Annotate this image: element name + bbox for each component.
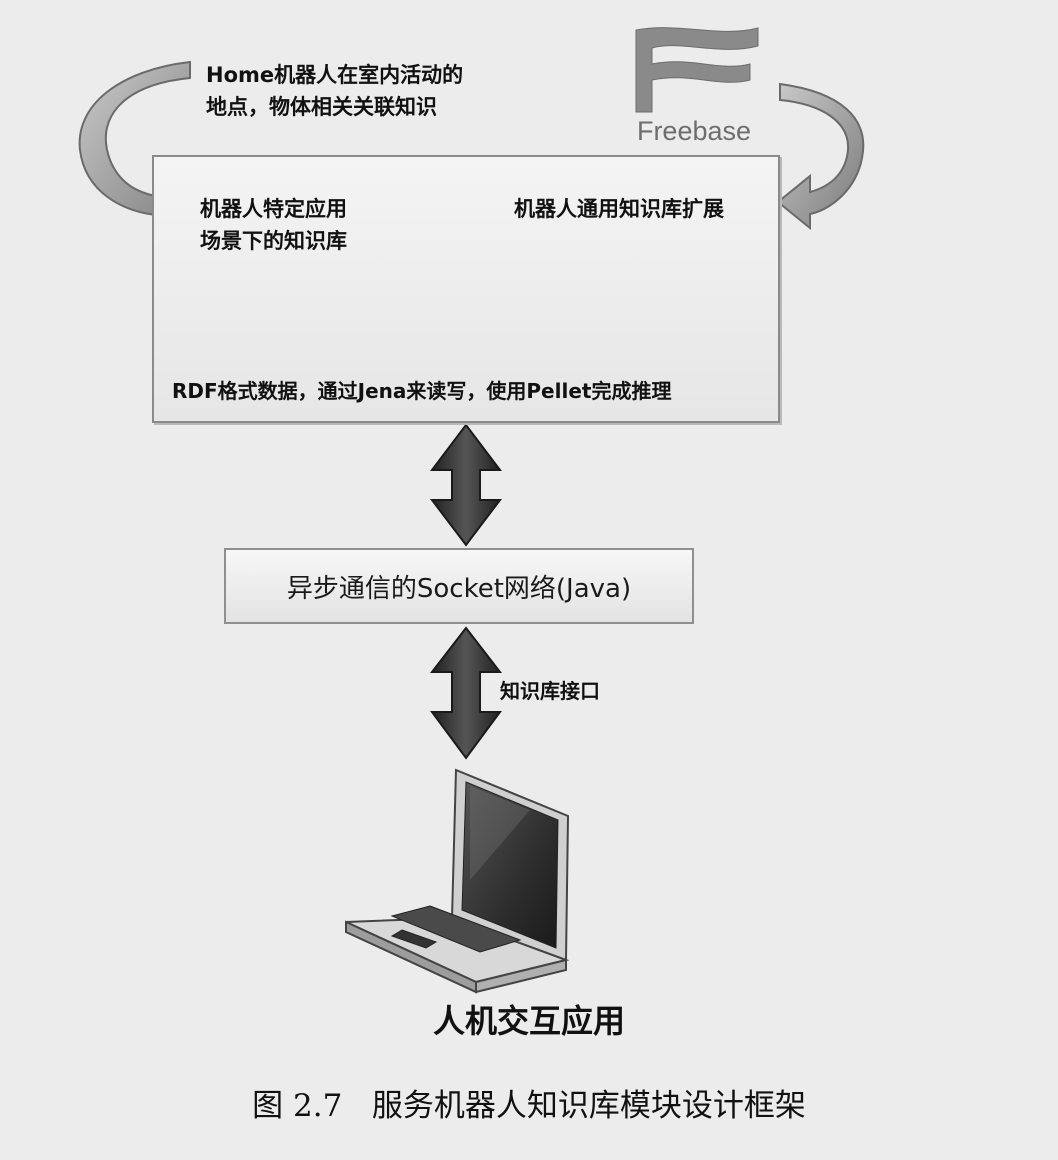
hci-app-label: 人机交互应用: [432, 1002, 625, 1040]
kb-interface-label: 知识库接口: [500, 679, 600, 703]
freebase-logo-text: Freebase: [636, 116, 752, 146]
left-kb-title-line2: 场景下的知识库: [200, 229, 347, 253]
lower-double-arrow-icon: [429, 626, 503, 760]
right-curved-arrow-icon: [776, 82, 865, 231]
top-note-line2: 地点，物体相关关联知识: [206, 95, 437, 119]
upper-double-arrow-icon: [429, 423, 503, 547]
figure-caption: 图 2.7 服务机器人知识库模块设计框架: [252, 1088, 806, 1124]
kb-bottom-text: RDF格式数据，通过Jena来读写，使用Pellet完成推理: [172, 379, 672, 403]
socket-network-label: 异步通信的Socket网络(Java): [286, 573, 632, 604]
knowledge-base-panel: [152, 155, 780, 423]
socket-network-box: 异步通信的Socket网络(Java): [224, 548, 694, 624]
laptop-icon: [345, 768, 570, 994]
right-kb-title: 机器人通用知识库扩展: [514, 197, 724, 221]
freebase-logo-icon: [635, 27, 759, 113]
top-note-line1: Home机器人在室内活动的: [206, 63, 464, 87]
left-kb-title-line1: 机器人特定应用: [200, 197, 347, 221]
